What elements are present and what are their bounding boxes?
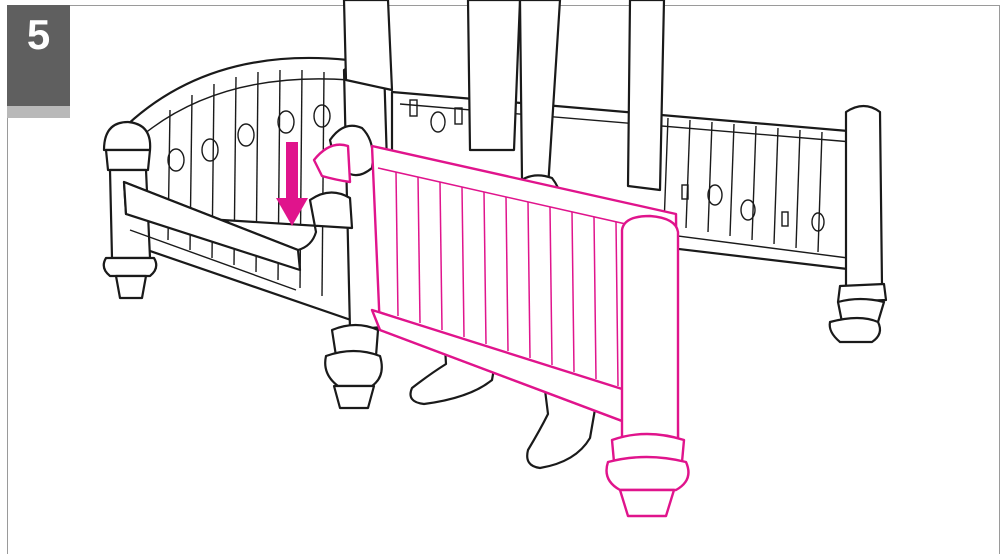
assembly-illustration: .ol { fill:#ffffff; stroke:#1a1a1a; stro… [0, 0, 1005, 554]
